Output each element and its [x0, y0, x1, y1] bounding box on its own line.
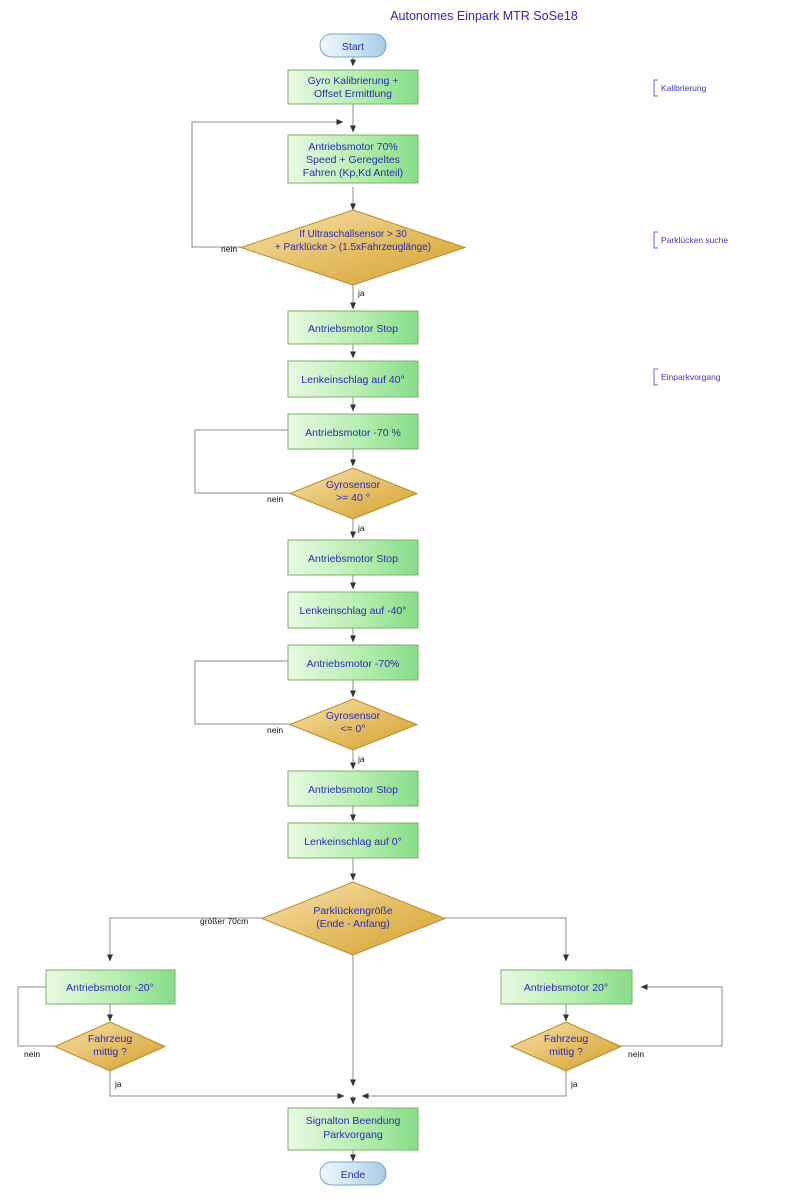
- node-dec-mittig-r-line2: mittig ?: [549, 1046, 583, 1058]
- edge-label-layer: nein ja nein ja nein ja größer 70cm nein…: [24, 244, 644, 1089]
- node-dec-gyro-0[interactable]: Gyrosensor <= 0°: [288, 698, 419, 751]
- node-motor-70-line2: Speed + Geregeltes: [306, 154, 400, 166]
- edge-label-groesse-left: größer 70cm: [200, 916, 248, 926]
- edge-label-mittig-l-yes: ja: [114, 1079, 122, 1089]
- node-lenk-0-label: Lenkeinschlag auf 0°: [304, 836, 402, 848]
- edge-label-gyro0-no: nein: [267, 725, 283, 735]
- edge-label-gyro40-yes: ja: [357, 523, 365, 533]
- node-motor-m70a-label: Antriebsmotor -70 %: [305, 427, 401, 439]
- node-dec-mittig-l-line1: Fahrzeug: [88, 1033, 133, 1045]
- node-lenk-0[interactable]: Lenkeinschlag auf 0°: [287, 822, 419, 859]
- node-ende-label: Ende: [341, 1169, 366, 1181]
- node-dec-groesse-line1: Parklückengröße: [313, 905, 393, 917]
- node-gyro-kal-line1: Gyro Kalibrierung +: [308, 75, 399, 87]
- node-motor-70[interactable]: Antriebsmotor 70% Speed + Geregeltes Fah…: [287, 134, 419, 184]
- node-motor-m20[interactable]: Antriebsmotor -20°: [45, 969, 176, 1005]
- anno-kalibrierung: Kalibrierung: [661, 83, 707, 93]
- node-signalton-line2: Parkvorgang: [323, 1129, 383, 1141]
- edge-label-ultra-yes: ja: [357, 288, 365, 298]
- node-start[interactable]: Start: [319, 33, 387, 58]
- node-dec-gyro-40-line2: >= 40 °: [336, 492, 370, 504]
- node-dec-groesse[interactable]: Parklückengröße (Ende - Anfang): [260, 881, 447, 956]
- node-dec-gyro-0-line1: Gyrosensor: [326, 710, 381, 722]
- edge-label-mittig-r-yes: ja: [570, 1079, 578, 1089]
- edge-label-mittig-l-no: nein: [24, 1049, 40, 1059]
- node-motor-m70b[interactable]: Antriebsmotor -70%: [287, 644, 419, 681]
- node-motor-stop-3-label: Antriebsmotor Stop: [308, 784, 398, 796]
- node-motor-m70b-label: Antriebsmotor -70%: [307, 658, 400, 670]
- node-motor-stop-2[interactable]: Antriebsmotor Stop: [287, 539, 419, 576]
- node-motor-m20-label: Antriebsmotor -20°: [66, 982, 154, 994]
- node-motor-stop-2-label: Antriebsmotor Stop: [308, 553, 398, 565]
- node-dec-ultra[interactable]: If Ultraschallsensor > 30 + Parklücke > …: [239, 209, 467, 286]
- node-motor-p20[interactable]: Antriebsmotor 20°: [500, 969, 633, 1005]
- node-lenk-40-label: Lenkeinschlag auf 40°: [301, 374, 404, 386]
- anno-parkluecken-suche: Parklücken suche: [661, 235, 728, 245]
- node-lenk-40[interactable]: Lenkeinschlag auf 40°: [287, 360, 419, 398]
- node-ende[interactable]: Ende: [319, 1161, 387, 1186]
- node-motor-m70a[interactable]: Antriebsmotor -70 %: [287, 413, 419, 450]
- node-gyro-kal[interactable]: Gyro Kalibrierung + Offset Ermittlung: [287, 69, 419, 105]
- edge-label-mittig-r-no: nein: [628, 1049, 644, 1059]
- node-motor-p20-label: Antriebsmotor 20°: [524, 982, 608, 994]
- node-motor-stop-1[interactable]: Antriebsmotor Stop: [287, 310, 419, 345]
- node-lenk-m40-label: Lenkeinschlag auf -40°: [300, 605, 407, 617]
- edge-label-gyro40-no: nein: [267, 494, 283, 504]
- node-dec-mittig-r-line1: Fahrzeug: [544, 1033, 589, 1045]
- node-dec-mittig-l-line2: mittig ?: [93, 1046, 127, 1058]
- node-motor-70-line3: Fahren (Kp,Kd Anteil): [303, 167, 403, 179]
- edge-label-ultra-no: nein: [221, 244, 237, 254]
- node-motor-70-line1: Antriebsmotor 70%: [308, 141, 397, 153]
- node-dec-gyro-0-line2: <= 0°: [340, 723, 365, 735]
- edge-label-gyro0-yes: ja: [357, 754, 365, 764]
- node-gyro-kal-line2: Offset Ermittlung: [314, 88, 392, 100]
- node-lenk-m40[interactable]: Lenkeinschlag auf -40°: [287, 591, 419, 629]
- annotation-layer: Kalibrierung Parklücken suche Einparkvor…: [653, 79, 728, 386]
- node-dec-ultra-line2: + Parklücke > (1.5xFahrzeuglänge): [275, 242, 431, 253]
- node-motor-stop-1-label: Antriebsmotor Stop: [308, 323, 398, 335]
- node-dec-mittig-l[interactable]: Fahrzeug mittig ?: [53, 1021, 167, 1072]
- node-motor-stop-3[interactable]: Antriebsmotor Stop: [287, 770, 419, 807]
- node-dec-groesse-line2: (Ende - Anfang): [316, 918, 390, 930]
- node-start-label: Start: [342, 41, 364, 53]
- node-signalton[interactable]: Signalton Beendung Parkvorgang: [287, 1107, 419, 1151]
- node-signalton-line1: Signalton Beendung: [306, 1115, 401, 1127]
- node-dec-mittig-r[interactable]: Fahrzeug mittig ?: [509, 1021, 623, 1072]
- node-dec-gyro-40[interactable]: Gyrosensor >= 40 °: [288, 467, 419, 520]
- anno-einparkvorgang: Einparkvorgang: [661, 372, 721, 382]
- node-dec-gyro-40-line1: Gyrosensor: [326, 479, 381, 491]
- page-title: Autonomes Einpark MTR SoSe18: [390, 9, 578, 23]
- node-dec-ultra-line1: If Ultraschallsensor > 30: [299, 229, 407, 240]
